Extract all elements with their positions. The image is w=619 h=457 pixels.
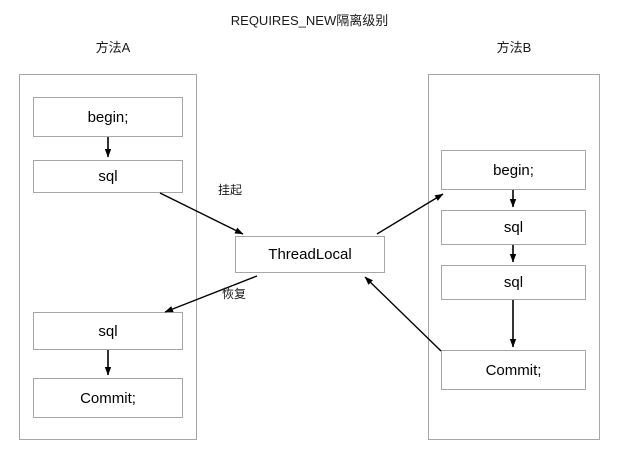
method-b-step-sql-1: sql <box>441 210 586 245</box>
threadlocal-box: ThreadLocal <box>235 236 385 273</box>
method-b-step-commit: Commit; <box>441 350 586 390</box>
arrow-threadlocal-to-b-begin <box>376 193 444 235</box>
arrow-resume-threadlocal-to-a <box>164 275 258 313</box>
method-b-step-begin: begin; <box>441 150 586 190</box>
method-a-step-sql-1: sql <box>33 160 183 193</box>
arrow-suspend-a-to-threadlocal <box>159 192 244 235</box>
method-a-step-commit: Commit; <box>33 378 183 418</box>
edge-label-resume: 恢复 <box>222 287 247 301</box>
edge-label-suspend: 挂起 <box>218 183 243 197</box>
method-b-title: 方法B <box>496 40 532 55</box>
method-a-step-begin: begin; <box>33 97 183 137</box>
method-a-step-sql-2: sql <box>33 312 183 350</box>
diagram-title: REQUIRES_NEW隔离级别 <box>230 13 389 28</box>
arrow-b-commit-to-threadlocal <box>364 276 442 352</box>
method-b-step-sql-2: sql <box>441 265 586 300</box>
method-a-title: 方法A <box>95 40 131 55</box>
